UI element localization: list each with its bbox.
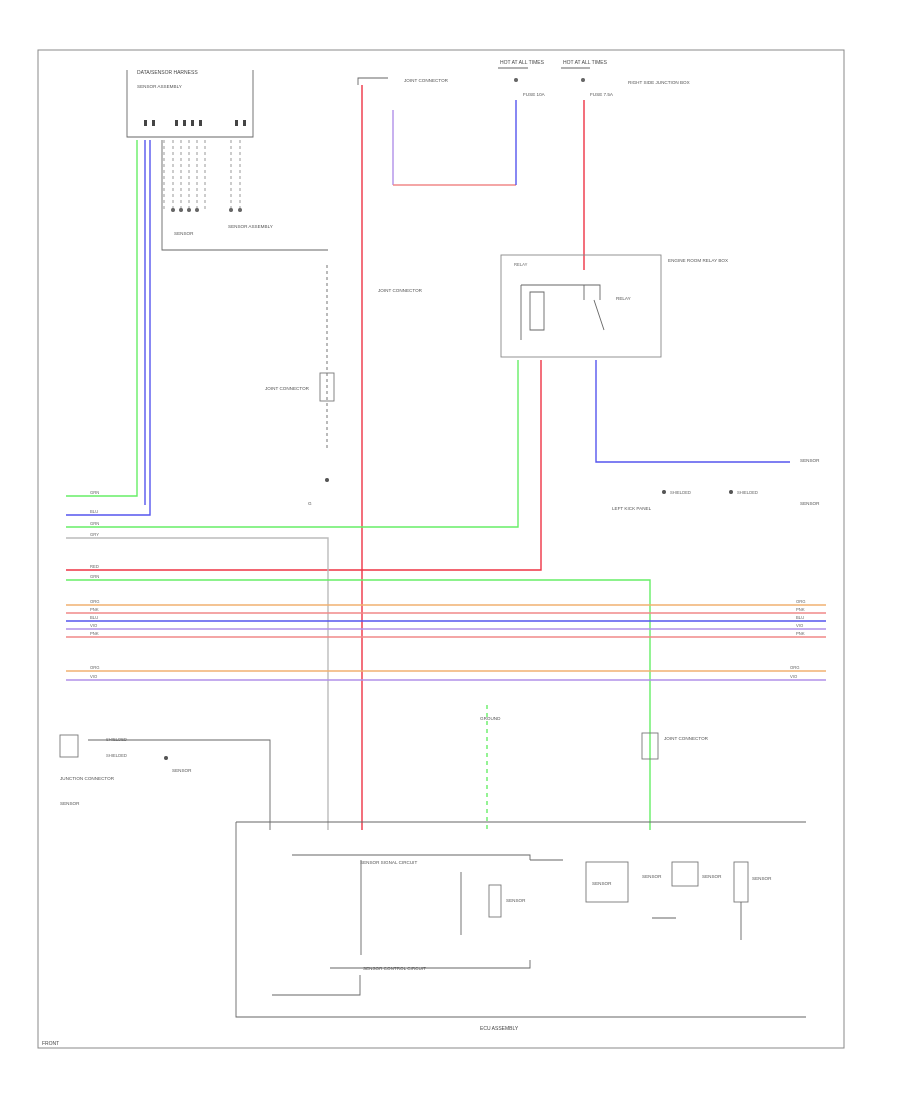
ecu-block-2: SENSOR — [642, 874, 662, 879]
top-connector-title: DATA/SENSOR HARNESS — [137, 70, 198, 76]
bottom-left-sub: SENSOR — [60, 801, 80, 806]
bus-labels-right: ORG PNK BLU VIO PNK ORG VIO — [790, 599, 806, 679]
bus-label-3: GRY — [90, 532, 99, 537]
relay-box-label: ENGINE ROOM RELAY BOX — [668, 258, 728, 263]
right-sensor-label: SENSOR — [800, 458, 820, 463]
ecu-inner-label: SENSOR CONTROL CIRCUIT — [363, 966, 426, 971]
top-connector-subtitle: SENSOR ASSEMBLY — [137, 84, 182, 89]
bus-label-1: BLU — [90, 509, 98, 514]
bus-label-4: RED — [90, 564, 99, 569]
relay-name: RELAY — [616, 296, 631, 301]
ecu-name: ECU ASSEMBLY — [480, 1026, 519, 1032]
bottom-left-note: JUNCTION CONNECTOR — [60, 776, 115, 781]
fuse-right-title: HOT AT ALL TIMES — [563, 60, 608, 66]
ecu-header: SENSOR SIGNAL CIRCUIT — [360, 860, 417, 865]
bus-label-5: GRN — [90, 574, 99, 579]
bottom-left-connector: JUNCTION CONNECTOR SENSOR SHIELDED SHIEL… — [59, 734, 192, 806]
fuse-left-name: FUSE 10A — [523, 92, 546, 97]
fuse-left: HOT AT ALL TIMES FUSE 10A — [498, 60, 546, 97]
bus-label-2: GRN — [90, 521, 99, 526]
ecu-sensor-label: SENSOR — [506, 898, 526, 903]
shielded-label-2: SHIELDED — [737, 490, 758, 495]
svg-text:VIO: VIO — [796, 623, 804, 628]
diagram-frame — [37, 49, 845, 1049]
fuse-right: HOT AT ALL TIMES FUSE 7.5A — [561, 60, 614, 97]
top-connector-block: DATA/SENSOR HARNESS SENSOR ASSEMBLY — [126, 70, 328, 251]
joint-connector-top-label: JOINT CONNECTOR — [404, 78, 449, 83]
svg-text:BLU: BLU — [796, 615, 804, 620]
joint-connector-2-label: JOINT CONNECTOR — [378, 288, 423, 293]
center-ground-label: GROUND — [480, 716, 501, 721]
page-tag: FRONT — [42, 1041, 59, 1047]
bus-label-11: ORG — [90, 665, 100, 670]
ecu-block-1: SENSOR — [592, 881, 612, 886]
shielded-label-1: SHIELDED — [670, 490, 691, 495]
top-pins-left-label: SENSOR — [174, 231, 194, 236]
left-kick-label: LEFT KICK PANEL — [612, 506, 652, 511]
ground-label: G — [308, 501, 312, 506]
bus-label-9: VIO — [90, 623, 98, 628]
bottom-shielded-1: SHIELDED — [106, 737, 127, 742]
ecu-right-label: SENSOR — [752, 876, 772, 881]
bus-label-12: VIO — [90, 674, 98, 679]
junction-top-label: RIGHT SIDE JUNCTION BOX — [628, 80, 690, 85]
ecu-block-3: SENSOR — [702, 874, 722, 879]
bottom-left-sensor-note: SENSOR — [172, 768, 192, 773]
fuse-right-name: FUSE 7.5A — [590, 92, 614, 97]
bottom-shielded-2: SHIELDED — [106, 753, 127, 758]
fuse-left-title: HOT AT ALL TIMES — [500, 60, 545, 66]
joint-connector-3-label: JOINT CONNECTOR — [265, 386, 310, 391]
svg-text:PNK: PNK — [796, 607, 805, 612]
right-module-label: SENSOR — [800, 501, 820, 506]
bus-label-8: BLU — [90, 615, 98, 620]
bus-label-10: PNK — [90, 631, 99, 636]
right-joint-connector-label: JOINT CONNECTOR — [664, 736, 709, 741]
ecu-block: SENSOR SIGNAL CIRCUIT SENSOR CONTROL CIR… — [235, 821, 806, 1032]
bus-label-0: GRN — [90, 490, 99, 495]
svg-text:VIO: VIO — [790, 674, 798, 679]
bus-label-7: PNK — [90, 607, 99, 612]
bus-label-6: ORG — [90, 599, 100, 604]
svg-text:ORG: ORG — [796, 599, 806, 604]
svg-text:PNK: PNK — [796, 631, 805, 636]
relay-box: RELAY ENGINE ROOM RELAY BOX RELAY — [500, 254, 728, 358]
relay-box-tag: RELAY — [514, 262, 528, 267]
top-pins-right-label: SENSOR ASSEMBLY — [228, 224, 273, 229]
bus-labels-left: GRN BLU GRN GRY RED GRN ORG PNK BLU VIO … — [90, 490, 100, 679]
connector-pins-top — [144, 120, 246, 126]
svg-text:ORG: ORG — [790, 665, 800, 670]
